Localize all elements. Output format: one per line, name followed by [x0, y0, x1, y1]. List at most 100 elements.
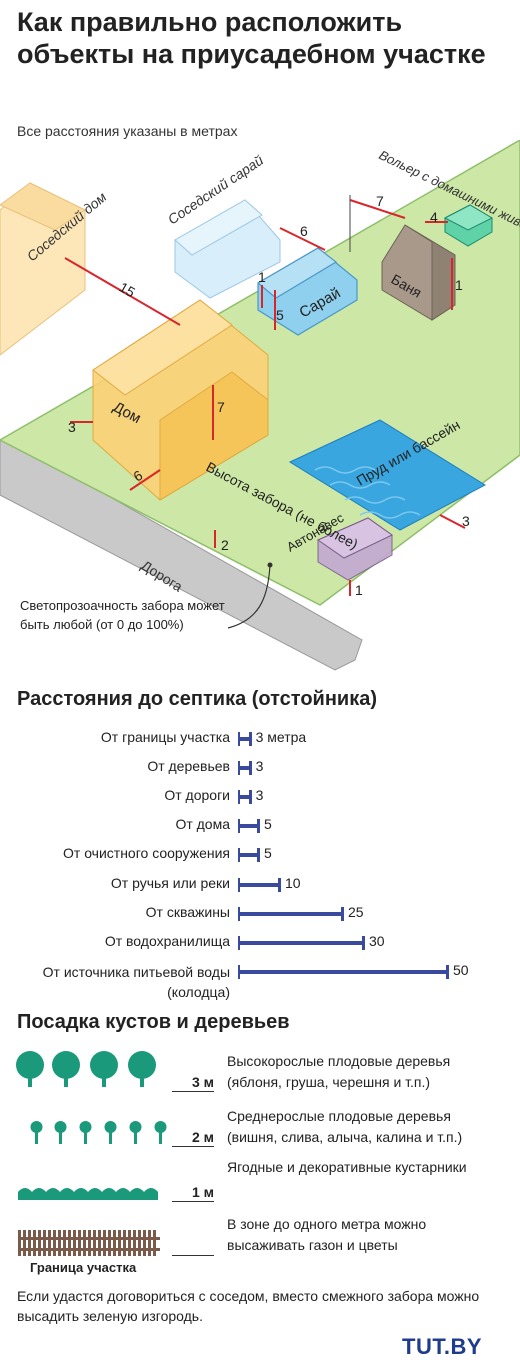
- septic-row-label: От водохранилища: [104, 933, 230, 949]
- dim-shed-neighbor: 6: [300, 223, 308, 239]
- septic-bar: [238, 936, 365, 950]
- fence-picket: [98, 1230, 101, 1256]
- shrub-hedge-icon: [18, 1188, 158, 1200]
- septic-value: 25: [348, 904, 364, 920]
- fence-picket: [73, 1230, 76, 1256]
- tree-icon: [54, 1121, 67, 1144]
- subtitle: Все расстояния указаны в метрах: [17, 123, 238, 139]
- canopy: [316, 517, 393, 581]
- tree-icon: [154, 1121, 167, 1144]
- planting-distance: [172, 1238, 214, 1256]
- septic-bar: [238, 761, 252, 775]
- tree-icon: [90, 1051, 118, 1087]
- plot-diagram: Дорога Соседский дом Соседский сарай Вол…: [0, 140, 520, 671]
- fence-picket: [93, 1230, 96, 1256]
- medium-trees: [30, 1121, 167, 1144]
- septic-value: 10: [285, 875, 301, 891]
- fence-picket: [113, 1230, 116, 1256]
- septic-row-label: От ручья или реки: [110, 875, 230, 891]
- planting-distance: 3 м: [172, 1074, 214, 1092]
- fence-picket: [138, 1230, 141, 1256]
- dim-shed-height: 5: [276, 307, 284, 323]
- septic-row-label: От дороги: [164, 787, 230, 803]
- fence-picket: [118, 1230, 121, 1256]
- septic-value: 5: [264, 845, 272, 861]
- shed: [256, 247, 358, 336]
- septic-bar: [238, 878, 281, 892]
- septic-bar: [238, 732, 252, 746]
- fence-picket: [23, 1230, 26, 1256]
- dim-enclosure-offset: 7: [376, 193, 384, 209]
- dim-house-height: 7: [217, 399, 225, 415]
- fence-picket: [128, 1230, 131, 1256]
- fence-pickets: [18, 1230, 156, 1256]
- enclosure: [443, 204, 494, 247]
- dimension-lines: [64, 199, 466, 596]
- dim-sauna-height: 1: [455, 277, 463, 293]
- neighbor-house: [0, 182, 87, 356]
- dim-shed-side: 1: [258, 269, 266, 285]
- tree-icon: [104, 1121, 117, 1144]
- fence-picket: [123, 1230, 126, 1256]
- fence-picket: [88, 1230, 91, 1256]
- tree-icon: [79, 1121, 92, 1144]
- sauna: [381, 224, 456, 321]
- dim-house-neighbor: 15: [117, 279, 139, 301]
- septic-section-title: Расстояния до септика (отстойника): [17, 688, 378, 710]
- septic-value: 3: [255, 758, 264, 774]
- septic-bar: [238, 907, 344, 921]
- septic-value: 3 метра: [255, 729, 307, 745]
- septic-row-label: От границы участка: [100, 729, 230, 745]
- fence-picket: [63, 1230, 66, 1256]
- septic-bar: [238, 965, 449, 979]
- tree-icon: [129, 1121, 142, 1144]
- page-title: Как правильно расположить объекты на при…: [17, 7, 486, 69]
- fence-picket: [148, 1230, 151, 1256]
- tree-icon: [128, 1051, 156, 1087]
- dim-canopy-boundary: 1: [355, 582, 363, 598]
- boundary-label: Граница участка: [30, 1260, 137, 1275]
- tree-icon: [30, 1121, 43, 1144]
- dim-fence-height: 2: [221, 537, 229, 553]
- fence-picket: [153, 1230, 156, 1256]
- septic-value: 50: [453, 962, 469, 978]
- septic-bar: [238, 790, 252, 804]
- septic-value: 5: [264, 816, 272, 832]
- fence-transparency-note: Светопрозоачность забора может быть любо…: [20, 598, 225, 632]
- septic-row-label: От деревьев: [147, 758, 230, 774]
- fence-picket: [38, 1230, 41, 1256]
- fence-picket: [33, 1230, 36, 1256]
- septic-value: 30: [369, 933, 385, 949]
- planting-section-title: Посадка кустов и деревьев: [17, 1011, 290, 1033]
- fence-picket: [83, 1230, 86, 1256]
- tree-icon: [16, 1051, 44, 1087]
- septic-value: 3: [255, 787, 264, 803]
- planting-description: В зоне до одного метра можно высаживать …: [227, 1216, 427, 1253]
- fence-picket: [53, 1230, 56, 1256]
- septic-row-label: От дома: [175, 816, 230, 832]
- septic-row-label: От источника питьевой воды (колодца): [42, 964, 230, 1000]
- septic-row-label: От скважины: [145, 904, 230, 920]
- fence-picket: [108, 1230, 111, 1256]
- planting-description: Высокорослые плодовые деревья (яблоня, г…: [227, 1053, 451, 1090]
- planting-description: Среднерослые плодовые деревья (вишня, сл…: [227, 1108, 463, 1145]
- fence-picket: [103, 1230, 106, 1256]
- dim-house-boundary: 3: [68, 419, 76, 435]
- tutby-logo: TUT.BY: [402, 1334, 482, 1359]
- house: [92, 299, 269, 501]
- fence-picket: [133, 1230, 136, 1256]
- dim-enclosure-width: 4: [430, 209, 438, 225]
- tree-icon: [52, 1051, 80, 1087]
- dim-pond-boundary: 3: [462, 513, 470, 529]
- footer-note: Если удастся договориться с соседом, вме…: [17, 1288, 480, 1324]
- septic-row-label: От очистного сооружения: [63, 845, 230, 861]
- septic-bar: [238, 848, 260, 862]
- fence-picket: [43, 1230, 46, 1256]
- neighbor-shed: [174, 199, 281, 299]
- fence-picket: [143, 1230, 146, 1256]
- fence-picket: [58, 1230, 61, 1256]
- fence-picket: [18, 1230, 21, 1256]
- planting-distance: 1 м: [172, 1184, 214, 1202]
- fence-picket: [28, 1230, 31, 1256]
- fence-picket: [78, 1230, 81, 1256]
